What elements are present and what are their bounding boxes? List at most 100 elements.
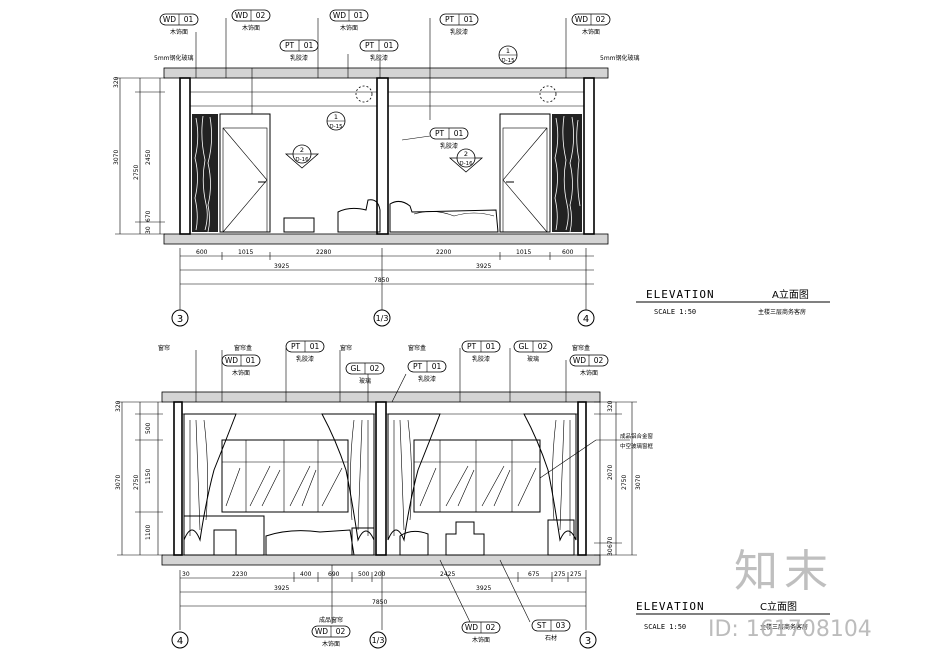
- material-tag: PT 01 乳胶漆: [285, 340, 325, 363]
- tag-code: PT: [435, 129, 445, 138]
- dim-width: 275: [554, 571, 566, 578]
- bed: [389, 200, 499, 233]
- dim-width: 600: [196, 249, 208, 256]
- tag-code: PT: [285, 41, 295, 50]
- floor-slab: [161, 554, 601, 566]
- dim-height: 500: [145, 422, 152, 434]
- floor-slab: [163, 233, 609, 245]
- dim-width: 7850: [372, 599, 387, 606]
- elevation-title-cn: A立面图: [772, 288, 809, 301]
- tag-number: 02: [486, 623, 496, 632]
- dim-height: 2070: [607, 465, 614, 480]
- cabinet: [547, 519, 575, 556]
- center-partition: [375, 401, 387, 556]
- dim-width: 2425: [440, 571, 455, 578]
- tag-code: WD: [235, 11, 248, 20]
- curtains: [183, 413, 577, 542]
- material-tag: PT 01 乳胶漆: [461, 340, 501, 363]
- tag-code: WD: [225, 356, 238, 365]
- window-left: [221, 439, 349, 513]
- dim-width: 3925: [476, 263, 491, 270]
- detail-number: 2: [300, 146, 304, 154]
- tag-number: 01: [432, 362, 442, 371]
- dim-width: 200: [374, 571, 386, 578]
- tag-note: 乳胶漆: [450, 28, 468, 36]
- dim-width: 675: [528, 571, 540, 578]
- dim-height: 2750: [133, 475, 140, 490]
- dim-height: 2750: [133, 165, 140, 180]
- right-wall: [577, 401, 587, 556]
- grid-label: 3: [177, 314, 183, 325]
- material-tag: ST 03 石材: [531, 619, 571, 642]
- tag-note: 木饰面: [322, 640, 340, 648]
- grid-label: 1/3: [372, 636, 385, 645]
- nightstand: [351, 527, 375, 556]
- dim-width: 400: [300, 571, 312, 578]
- tag-code: PT: [291, 342, 301, 351]
- tag-code: WD: [575, 15, 588, 24]
- lounge-chair: [445, 521, 485, 556]
- elevation-subtitle: 主楼三层商务客房: [758, 308, 806, 316]
- tag-note: 乳胶漆: [296, 355, 314, 363]
- tag-note: 石材: [545, 634, 557, 642]
- tag-note: 乳胶漆: [440, 142, 458, 150]
- detail-ref: D-15: [501, 58, 515, 64]
- tag-note: 乳胶漆: [370, 54, 388, 62]
- chair: [213, 529, 237, 556]
- watermark-id: ID: 161708104: [708, 617, 872, 642]
- detail-number: 2: [464, 150, 468, 158]
- dim-width: 1015: [516, 249, 531, 256]
- tag-number: 01: [354, 11, 364, 20]
- material-tags: WD 01 木饰面 WD 02 木饰面 WD 01 木饰面 PT 01 乳胶漆 WD 02 木饰面 PT 01 乳…: [159, 9, 611, 648]
- dim-width: 3925: [274, 585, 289, 592]
- bed: [265, 529, 355, 556]
- tag-code: PT: [467, 342, 477, 351]
- tag-note-above: 成品窗帘: [319, 616, 343, 624]
- tag-code: PT: [413, 362, 423, 371]
- tag-note: 木饰面: [340, 24, 358, 32]
- tag-code: WD: [315, 627, 328, 636]
- window-right: [413, 439, 541, 513]
- tag-number: 03: [556, 621, 566, 630]
- tag-number: 01: [464, 15, 474, 24]
- detail-callout: 2D-16: [448, 148, 484, 173]
- dim-height: 320: [115, 400, 122, 412]
- note-right-glass: 5mm钢化玻璃: [600, 54, 640, 62]
- note-top: 窗帘: [158, 344, 170, 352]
- tag-note: 木饰面: [472, 636, 490, 644]
- dim-height: 670: [145, 210, 152, 222]
- tag-number: 02: [370, 364, 380, 373]
- desk: [183, 515, 265, 556]
- dim-height: 1150: [145, 469, 152, 484]
- tag-note: 玻璃: [359, 377, 371, 385]
- dim-width: 1015: [238, 249, 253, 256]
- side-table: [283, 217, 315, 233]
- tag-note: 木饰面: [170, 28, 188, 36]
- dim-height: 1100: [145, 525, 152, 540]
- tag-number: 01: [246, 356, 256, 365]
- ceiling-slab: [161, 391, 601, 403]
- note-window: 中空玻璃窗框: [620, 442, 654, 450]
- tag-number: 01: [486, 342, 496, 351]
- elevation-title: ELEVATION: [646, 288, 715, 301]
- dim-width: 690: [328, 571, 340, 578]
- dim-width: 2230: [232, 571, 247, 578]
- tag-code: ST: [537, 621, 547, 630]
- armchair: [337, 199, 381, 233]
- elevation-title: ELEVATION: [636, 600, 705, 613]
- detail-number: 1: [506, 47, 510, 55]
- watermark-logo: 知末: [734, 546, 834, 597]
- tag-number: 01: [310, 342, 320, 351]
- tag-code: PT: [365, 41, 375, 50]
- tag-note: 乳胶漆: [472, 355, 490, 363]
- ceiling-slab: [163, 67, 609, 79]
- dim-height: 320: [113, 76, 120, 88]
- grid-label: 4: [583, 314, 589, 325]
- tag-note: 乳胶漆: [418, 375, 436, 383]
- tag-note: 玻璃: [527, 355, 539, 363]
- detail-callout: 1D-15: [498, 45, 518, 65]
